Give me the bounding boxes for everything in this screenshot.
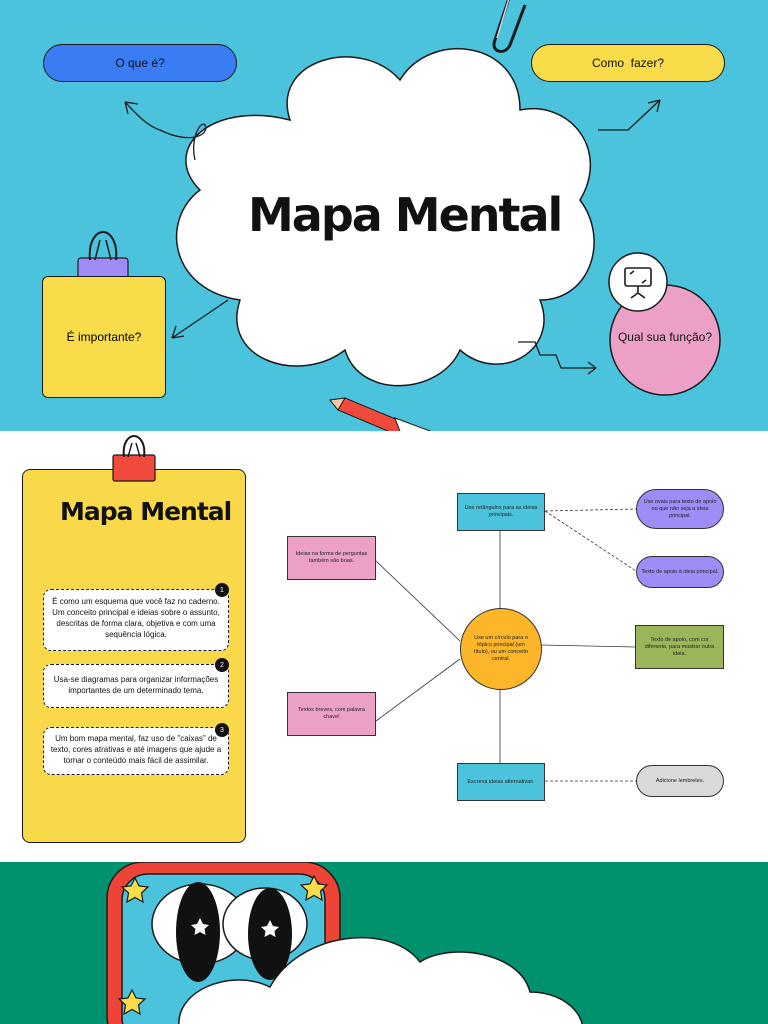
slide3-decor [106, 862, 583, 1024]
binder-clip-icon [112, 434, 156, 482]
point-box-1 [43, 589, 229, 651]
arrow-funcao [518, 341, 596, 369]
map-top-rect[interactable]: Use retângulos para as ideias principais… [457, 493, 545, 531]
node-como-fazer-label: Como fazer? [591, 56, 665, 70]
map-left-top[interactable]: Ideias na forma de perguntas também são … [287, 536, 376, 580]
map-left-bottom[interactable]: Textos breves, com palavra chave! [287, 692, 376, 736]
node-o-que-e-label: O que é? [115, 56, 165, 70]
page-title: Mapa Mental [248, 188, 563, 242]
point-text-1: É como um esquema que você faz no cadern… [52, 597, 220, 639]
point-box-3 [43, 727, 229, 775]
slide-1: Mapa Mental O que é? Como fazer? É impor… [0, 0, 768, 431]
slide1-decor [77, 0, 721, 431]
point-number-1: 1 [215, 583, 229, 597]
arrow-o-que-e [124, 101, 207, 161]
arrow-importante [171, 299, 229, 339]
node-como-fazer[interactable]: Como fazer? [531, 44, 725, 82]
paperclip-icon [492, 0, 527, 53]
node-importante[interactable]: É importante? [42, 276, 166, 398]
card-title: Mapa Mental [60, 497, 232, 526]
map-oval-2[interactable]: Texto de apoio à ideia principal. [636, 556, 724, 588]
map-connectors [375, 508, 637, 782]
eye-icon [151, 882, 249, 982]
node-funcao-label: Qual sua função? [617, 330, 713, 344]
eye-icon [222, 887, 308, 980]
star-icon [117, 874, 329, 1016]
slide-3 [0, 862, 768, 1024]
map-bottom-rect[interactable]: Escreva ideias alternativas. [457, 763, 545, 801]
slide-2: Mapa Mental 1 É como um esquema que você… [0, 431, 768, 862]
cloud-shape [175, 48, 595, 387]
node-o-que-e[interactable]: O que é? [43, 44, 237, 82]
presentation-badge [608, 252, 668, 312]
arrow-como-fazer [598, 99, 661, 131]
point-number-3: 3 [215, 723, 229, 737]
presentation-icon [624, 267, 652, 299]
point-box-2 [43, 664, 229, 708]
info-card [22, 469, 246, 843]
cloud-shape [178, 936, 583, 1024]
pencil-icon [329, 397, 432, 431]
map-oval-1[interactable]: Use ovais para texto de apoio ou que não… [636, 489, 724, 529]
node-importante-label: É importante? [66, 330, 142, 344]
point-number-2: 2 [215, 658, 229, 672]
map-green-box[interactable]: Texto de apoio, com cor diferente, para … [635, 625, 724, 669]
point-text-2: Usa-se diagramas para organizar informaç… [53, 675, 219, 695]
point-text-3: Um bom mapa mental, faz uso de "caixas" … [50, 734, 222, 765]
map-grey-oval[interactable]: Adicione lembretes. [636, 765, 724, 797]
map-center-circle[interactable]: Use um círculo para o tópico principal (… [460, 608, 542, 690]
